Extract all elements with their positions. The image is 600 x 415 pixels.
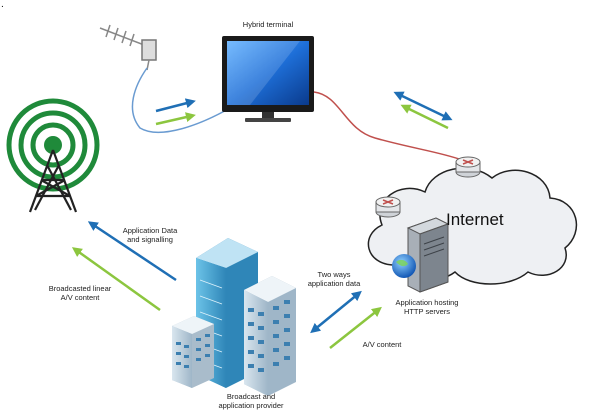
router-icon <box>375 196 401 218</box>
broadcast-tower-icon <box>6 98 100 213</box>
application-data-label: Application Data and signalling <box>122 226 178 244</box>
corner-mark: . <box>1 0 4 10</box>
arrow-internet-blue <box>393 91 453 121</box>
arrow-broadcast-blue <box>155 98 196 113</box>
antenna-icon <box>99 24 157 71</box>
hybrid-terminal-label: Hybrid terminal <box>242 20 294 29</box>
arrow-internet-green <box>400 104 449 130</box>
router-icon <box>455 156 481 178</box>
antenna-cable <box>131 67 231 134</box>
arrow-broadcast-green <box>155 112 196 126</box>
broadcasted-linear-label: Broadcasted linear A/V content <box>48 284 112 302</box>
globe-icon <box>392 254 416 278</box>
office-buildings-icon <box>172 238 296 396</box>
internet-label: Internet <box>446 210 504 229</box>
arrow-application-data <box>87 221 177 282</box>
tv-icon <box>222 36 314 122</box>
two-ways-label: Two ways application data <box>307 270 361 288</box>
arrow-av-content <box>329 306 382 349</box>
provider-label: Broadcast and application provider <box>218 392 284 410</box>
av-content-label: A/V content <box>362 340 402 349</box>
arrow-broadcasted-linear <box>71 247 161 312</box>
arrow-two-ways <box>310 290 362 334</box>
application-hosting-label: Application hosting HTTP servers <box>395 298 459 316</box>
server-icon <box>406 217 450 293</box>
internet-cable <box>313 91 463 161</box>
